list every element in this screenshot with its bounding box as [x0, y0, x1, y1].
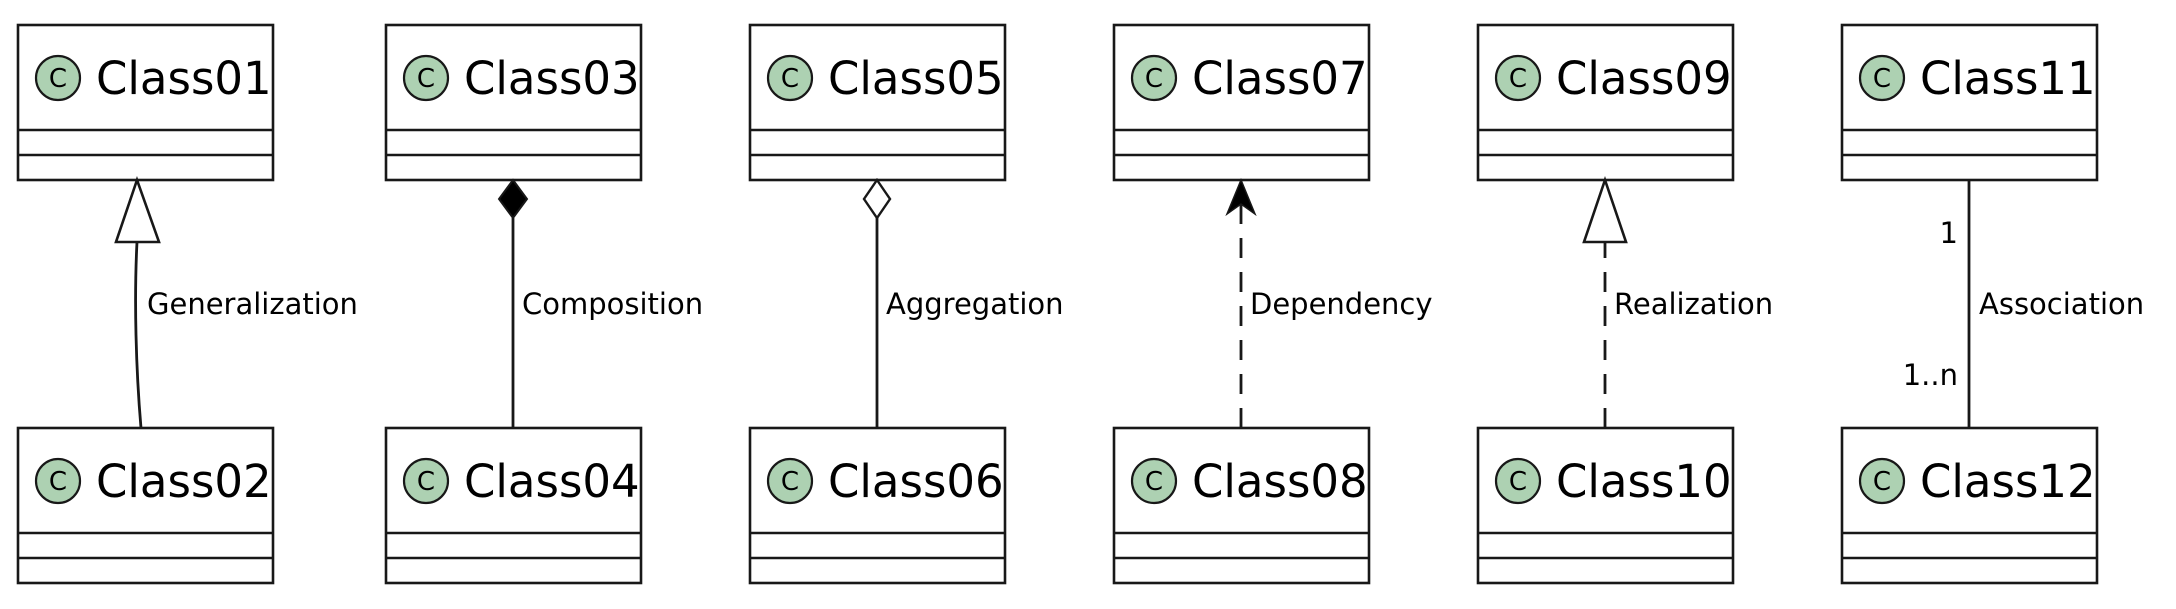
class-stereotype-icon: [34, 54, 82, 102]
class-name: Class10: [1556, 455, 1732, 508]
hollow-triangle-arrowhead: [1582, 175, 1628, 244]
class-stereotype-icon: [402, 457, 450, 505]
source-multiplicity: 1: [1940, 216, 1958, 250]
filled-diamond-arrowhead: [497, 178, 529, 220]
class-stereotype-glyph: C: [781, 64, 799, 94]
open-arrowhead: [1225, 178, 1257, 217]
class-stereotype-glyph: C: [1509, 64, 1527, 94]
relation-label: Composition: [522, 287, 703, 321]
class-stereotype-icon: [34, 457, 82, 505]
class-name: Class09: [1556, 52, 1732, 105]
class-name: Class06: [828, 455, 1004, 508]
class-name: Class02: [96, 455, 272, 508]
class-stereotype-glyph: C: [417, 64, 435, 94]
class-box[interactable]: C Class01: [16, 23, 275, 182]
class-box[interactable]: C Class05: [748, 23, 1007, 182]
class-name: Class03: [464, 52, 640, 105]
relation-label: Aggregation: [886, 287, 1064, 321]
generalization-edge[interactable]: [134, 241, 143, 429]
class-box[interactable]: C Class02: [16, 426, 275, 585]
class-name: Class01: [96, 52, 272, 105]
class-name: Class07: [1192, 52, 1368, 105]
class-stereotype-glyph: C: [1873, 64, 1891, 94]
class-box[interactable]: C Class08: [1112, 426, 1371, 585]
class-name: Class12: [1920, 455, 2096, 508]
target-multiplicity: 1..n: [1903, 358, 1958, 392]
class-box[interactable]: C Class09: [1476, 23, 1735, 182]
class-stereotype-icon: [1130, 54, 1178, 102]
hollow-triangle-arrowhead: [114, 176, 161, 244]
class-name: Class05: [828, 52, 1004, 105]
class-stereotype-icon: [1494, 54, 1542, 102]
class-stereotype-icon: [766, 54, 814, 102]
class-stereotype-glyph: C: [1873, 467, 1891, 497]
class-stereotype-glyph: C: [1145, 467, 1163, 497]
class-stereotype-glyph: C: [1145, 64, 1163, 94]
class-box[interactable]: C Class11: [1840, 23, 2099, 182]
class-stereotype-icon: [1494, 457, 1542, 505]
class-stereotype-icon: [1130, 457, 1178, 505]
class-name: Class08: [1192, 455, 1368, 508]
relation-label: Realization: [1614, 287, 1773, 321]
class-stereotype-glyph: C: [49, 467, 67, 497]
class-box[interactable]: C Class07: [1112, 23, 1371, 182]
class-name: Class11: [1920, 52, 2096, 105]
relation-label: Dependency: [1250, 287, 1433, 321]
relation-label: Generalization: [147, 287, 358, 321]
class-stereotype-icon: [402, 54, 450, 102]
class-box[interactable]: C Class10: [1476, 426, 1735, 585]
class-stereotype-glyph: C: [417, 467, 435, 497]
class-stereotype-icon: [766, 457, 814, 505]
class-stereotype-icon: [1858, 457, 1906, 505]
class-box[interactable]: C Class12: [1840, 426, 2099, 585]
class-stereotype-glyph: C: [49, 64, 67, 94]
hollow-diamond-arrowhead: [862, 177, 892, 221]
class-stereotype-glyph: C: [1509, 467, 1527, 497]
class-box[interactable]: C Class03: [384, 23, 643, 182]
class-box[interactable]: C Class04: [384, 426, 643, 585]
class-stereotype-icon: [1858, 54, 1906, 102]
relation-label: Association: [1979, 287, 2144, 321]
class-stereotype-glyph: C: [781, 467, 799, 497]
class-name: Class04: [464, 455, 640, 508]
class-box[interactable]: C Class06: [748, 426, 1007, 585]
